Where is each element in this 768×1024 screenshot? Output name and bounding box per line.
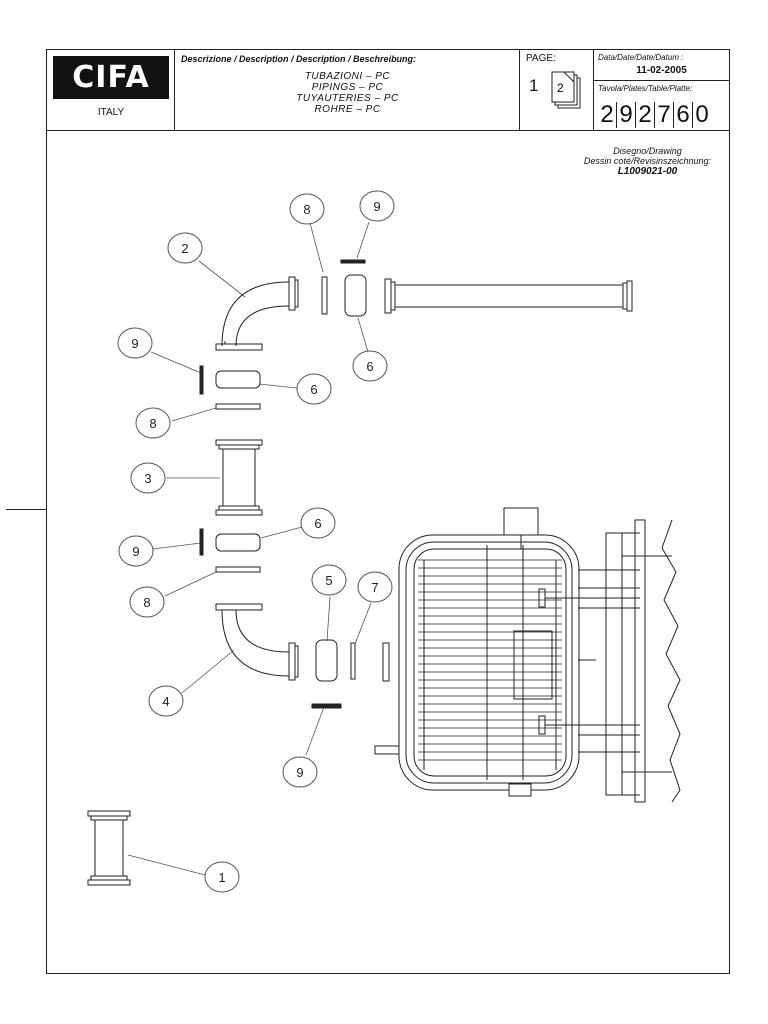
description-line-en: PIPINGS – PC	[311, 82, 384, 93]
callout-number: 6	[310, 382, 317, 397]
callout-number: 2	[181, 241, 188, 256]
pages-stack-icon: 2	[551, 71, 581, 109]
callout-balloon: 4	[148, 685, 184, 717]
callout-number: 1	[218, 870, 225, 885]
callout-number: 8	[303, 202, 310, 217]
callout-balloon: 8	[135, 407, 171, 439]
callout-balloon: 5	[311, 564, 347, 596]
callout-balloons: 8 9 2 9 6 6 8 3	[117, 190, 395, 893]
straight-pipe-part-1	[87, 810, 131, 886]
clamp-part-9-lower	[199, 528, 204, 556]
sleeve-part-6-upper	[344, 274, 367, 317]
callout-balloon: 8	[289, 193, 325, 225]
flange-stub	[382, 642, 390, 682]
callout-balloon: 9	[118, 535, 154, 567]
table-digit: 2	[598, 102, 617, 128]
page-label: PAGE:	[526, 53, 556, 64]
description-label: Descrizione / Description / Description …	[181, 54, 417, 64]
straight-pipe-part-3	[215, 439, 263, 516]
drawing-reference: Disegno/Drawing Dessin coté/Revisinszeic…	[584, 146, 711, 177]
callout-number: 5	[325, 573, 332, 588]
table-digit: 0	[695, 101, 709, 128]
callout-balloon: 6	[296, 373, 332, 405]
callout-number: 9	[373, 199, 380, 214]
sleeve-part-6-lower	[215, 533, 261, 552]
hopper-assembly	[374, 507, 681, 803]
table-label: Tavola/Plates/Table/Platte:	[598, 84, 693, 93]
country-label: ITALY	[97, 107, 125, 118]
drawing-sheet: CIFA ITALY Descrizione / Description / D…	[46, 49, 730, 974]
callout-balloon: 8	[129, 586, 165, 618]
callout-number: 8	[149, 416, 156, 431]
callout-balloon: 9	[117, 327, 153, 359]
description-line-de: ROHRE – PC	[314, 104, 381, 115]
callout-number: 9	[132, 544, 139, 559]
page-cell: PAGE: 1 2	[520, 50, 594, 130]
callout-balloon: 7	[357, 571, 393, 603]
page-number: 1	[529, 76, 539, 95]
table-digit: 6	[674, 102, 693, 128]
date-divider	[594, 80, 729, 81]
clamp-part-9-bottom	[311, 703, 342, 709]
description-lines: TUBAZIONI – PC PIPINGS – PC TUYAUTERIES …	[175, 71, 520, 115]
description-line-fr: TUYAUTERIES – PC	[296, 93, 399, 104]
callout-balloon: 1	[204, 861, 240, 893]
binding-mark	[6, 509, 46, 510]
logo-cell: CIFA ITALY	[47, 50, 175, 130]
gasket-part-8-upper	[321, 276, 328, 315]
straight-pipe	[384, 278, 633, 314]
callout-balloon: 9	[282, 756, 318, 788]
callout-balloon: 9	[359, 190, 395, 222]
date-cell: Data/Date/Date/Datum : 11-02-2005 Tavola…	[594, 50, 729, 130]
title-block: CIFA ITALY Descrizione / Description / D…	[47, 50, 729, 131]
date-label: Data/Date/Date/Datum :	[598, 53, 684, 62]
callout-number: 6	[314, 516, 321, 531]
drawing-number: L1009021-00	[617, 166, 678, 177]
clamp-part-9-upper	[340, 259, 366, 264]
drawing-ref-label: Disegno/Drawing	[613, 146, 682, 156]
sleeve-part-5	[315, 639, 338, 682]
callout-balloon: 2	[167, 232, 203, 264]
cifa-logo: CIFA	[53, 56, 169, 99]
gasket-part-7	[350, 642, 356, 680]
date-value: 11-02-2005	[636, 65, 687, 76]
callout-number: 3	[144, 471, 151, 486]
callout-balloon: 6	[352, 350, 388, 382]
callout-number: 9	[131, 336, 138, 351]
elbow-part-4	[215, 603, 299, 681]
table-number: 2 9 2 7 6 0	[598, 102, 711, 128]
elbow-part-2	[215, 276, 299, 351]
page-icon-number: 2	[557, 81, 564, 95]
gasket-part-8-lower	[215, 566, 261, 573]
leader-lines	[127, 221, 372, 876]
clamp-part-9-mid	[199, 365, 204, 395]
callout-balloon: 6	[300, 507, 336, 539]
callout-number: 8	[143, 595, 150, 610]
description-line-it: TUBAZIONI – PC	[304, 71, 391, 82]
description-cell: Descrizione / Description / Description …	[175, 50, 520, 130]
table-digit: 9	[617, 102, 636, 128]
drawing-ref-sublabel: Dessin coté/Revisinszeichnung:	[583, 156, 711, 166]
callout-number: 7	[371, 580, 378, 595]
callout-number: 6	[366, 359, 373, 374]
callout-balloon: 3	[130, 462, 166, 494]
table-digit: 2	[636, 102, 655, 128]
table-digit: 7	[655, 102, 674, 128]
callout-number: 4	[162, 694, 169, 709]
sleeve-part-6-mid	[215, 370, 261, 389]
callout-number: 9	[296, 765, 303, 780]
gasket-part-8-mid	[215, 403, 261, 410]
